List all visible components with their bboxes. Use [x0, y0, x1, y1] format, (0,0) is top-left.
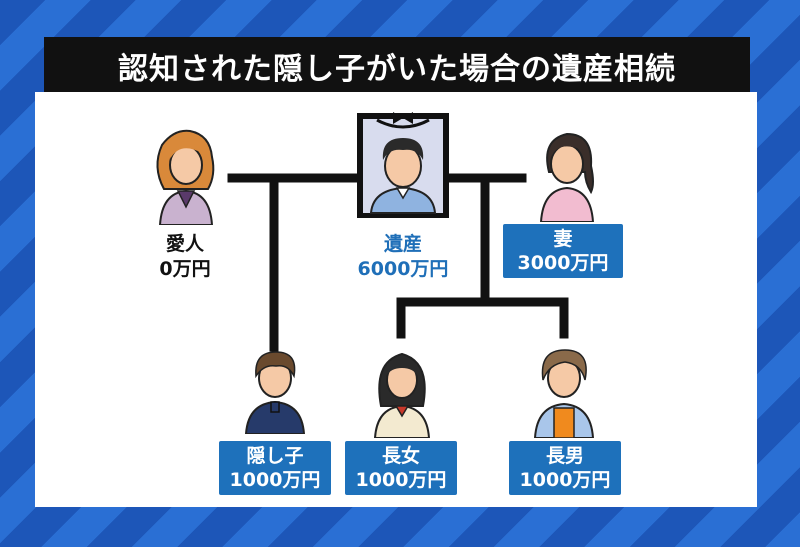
mistress-label: 愛人 0万円 — [145, 232, 225, 282]
eldest-son-illustration — [533, 349, 595, 438]
hidden-child-name: 隠し子 — [246, 445, 304, 467]
family-tree-lines — [227, 173, 569, 352]
eldest-daughter-amount: 1000万円 — [355, 469, 447, 491]
estate-amount: 6000万円 — [357, 258, 449, 280]
hidden-child-illustration — [244, 351, 306, 434]
hidden-child-label: 隠し子 1000万円 — [219, 441, 331, 495]
wife-amount: 3000万円 — [517, 252, 609, 274]
estate-label: 遺産 6000万円 — [340, 232, 466, 282]
wife-illustration — [539, 132, 595, 222]
mistress-amount: 0万円 — [159, 258, 211, 280]
wife-name: 妻 — [553, 228, 573, 250]
eldest-son-name: 長男 — [545, 445, 584, 467]
inheritance-diagram: 愛人 0万円 遺産 6000万円 妻 3000万円 隠し子 1000万円 長女 … — [35, 92, 757, 507]
eldest-daughter-illustration — [373, 352, 431, 438]
eldest-daughter-name: 長女 — [381, 445, 420, 467]
mistress-name: 愛人 — [165, 233, 204, 255]
page-title: 認知された隠し子がいた場合の遺産相続 — [44, 37, 750, 95]
eldest-son-amount: 1000万円 — [519, 469, 611, 491]
deceased-portrait — [357, 112, 449, 218]
eldest-daughter-label: 長女 1000万円 — [345, 441, 457, 495]
mistress-illustration — [156, 129, 215, 225]
hidden-child-amount: 1000万円 — [229, 469, 321, 491]
eldest-son-label: 長男 1000万円 — [509, 441, 621, 495]
wife-label: 妻 3000万円 — [503, 224, 623, 278]
estate-name: 遺産 — [383, 233, 422, 255]
